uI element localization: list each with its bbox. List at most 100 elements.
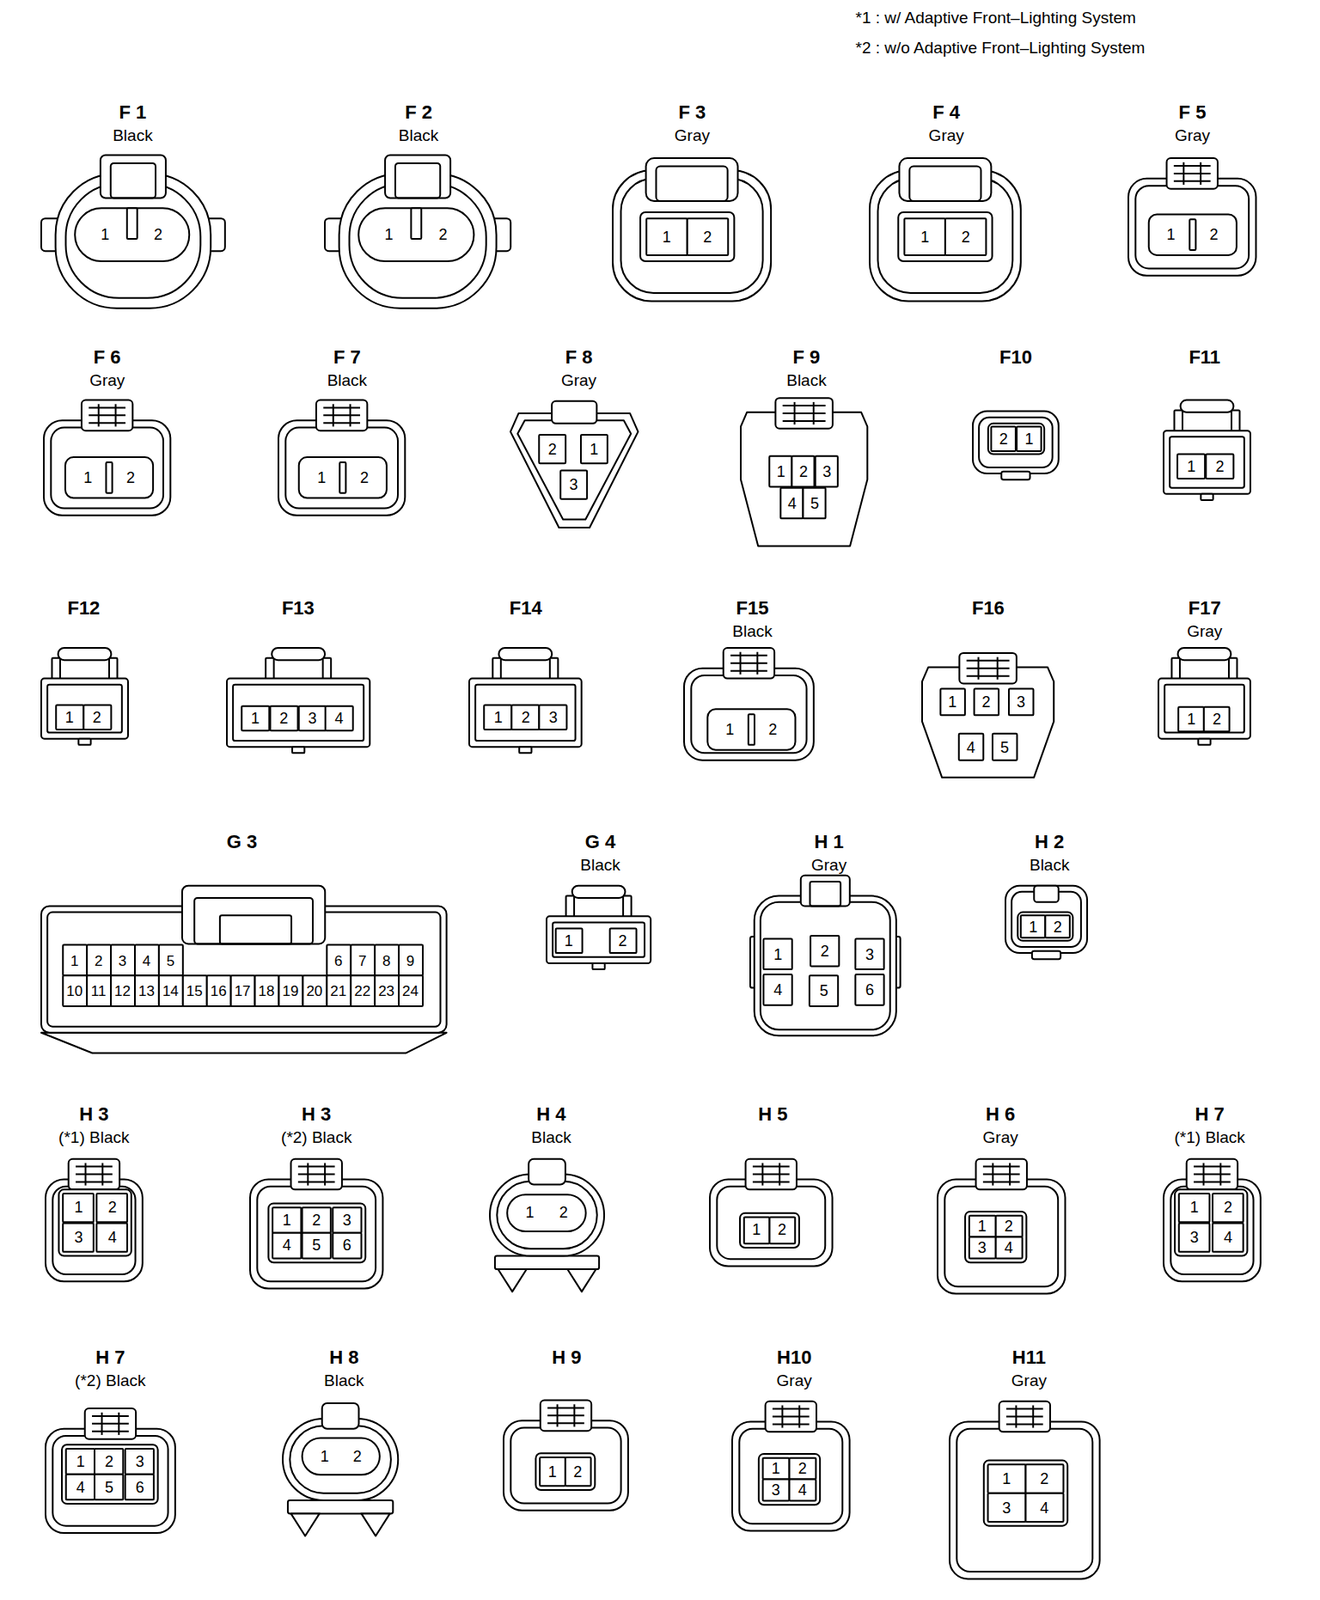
housing-color: (*1) Black <box>58 1129 129 1146</box>
latch-hatch <box>1006 1423 1044 1426</box>
latch-hatch <box>752 1180 790 1183</box>
connector-face: H 6Gray1234 <box>937 1100 1065 1295</box>
pin-number: 2 <box>798 1460 807 1477</box>
pin-number: 1 <box>83 470 92 486</box>
connector-code: F13 <box>281 598 315 618</box>
latch-hatch <box>730 654 768 657</box>
latch-hatch <box>1203 1162 1205 1186</box>
pin-cavity <box>324 706 353 732</box>
pin-number: 14 <box>162 983 179 999</box>
pin-cavity <box>940 689 966 716</box>
housing-drawing <box>41 155 226 309</box>
pin-number: 7 <box>358 953 367 968</box>
housing-color: Gray <box>928 126 965 143</box>
connector-face: H 512 <box>709 1100 833 1266</box>
housing-outline <box>740 412 868 547</box>
connector-code: F 1 <box>119 103 147 123</box>
pin-number: 4 <box>282 1237 292 1253</box>
pin-cavity <box>1045 916 1070 939</box>
pin-number: 3 <box>307 710 317 727</box>
pin-number: 1 <box>320 1448 330 1465</box>
latch-hatch <box>1173 172 1211 175</box>
bottom-tab <box>1198 739 1211 746</box>
pin-number: 1 <box>662 229 672 245</box>
pin-number: 2 <box>1209 226 1218 243</box>
connector-code: F12 <box>67 598 100 618</box>
housing-outline <box>732 1422 850 1532</box>
housing-color: Black <box>531 1129 571 1146</box>
latch-post <box>550 658 559 681</box>
pin-cavity <box>298 706 326 732</box>
divider-rib <box>340 462 347 494</box>
mount-clip <box>361 1514 391 1537</box>
pin-cavity <box>555 928 582 954</box>
pin-number: 2 <box>777 1222 787 1238</box>
pin-cavity <box>272 1232 301 1259</box>
pin-number: 1 <box>1028 919 1038 935</box>
connector-face: F1021 <box>972 342 1059 480</box>
housing-drawing <box>1158 647 1251 746</box>
connector-code: F11 <box>1188 348 1221 367</box>
housing-outline <box>1163 1179 1261 1282</box>
divider-rib <box>1189 219 1196 251</box>
housing-color: Black <box>398 126 439 143</box>
pin-number: 5 <box>311 1237 321 1253</box>
connector-face: F131234 <box>226 593 370 753</box>
pin-number: 1 <box>1024 431 1033 447</box>
pin-cavity <box>809 976 838 1008</box>
connector-code: H11 <box>1012 1348 1046 1368</box>
pin-cavity <box>206 976 231 1008</box>
housing-line <box>517 420 631 520</box>
latch-hatch <box>349 403 352 427</box>
pin-cavity <box>646 218 688 256</box>
housing-line <box>944 1185 1058 1286</box>
pin-number: 2 <box>353 1448 362 1465</box>
pin-number: 1 <box>1002 1471 1011 1487</box>
connector-code: H 1 <box>813 832 844 852</box>
terminal-block <box>1174 1189 1247 1256</box>
pin-number: 6 <box>135 1479 145 1496</box>
latch-hatch <box>730 662 768 665</box>
pin-cavity <box>110 945 135 977</box>
housing-color: Black <box>327 371 367 388</box>
terminal-block <box>640 212 734 262</box>
housing-line <box>552 922 645 958</box>
housing-color: Black <box>732 623 772 640</box>
connector-code: H 7 <box>95 1348 125 1368</box>
pin-cavity <box>398 945 423 977</box>
connector-code: G 4 <box>585 832 616 852</box>
pin-number: 4 <box>798 1482 807 1498</box>
connector-face: F 2Black12 <box>324 97 511 309</box>
pin-cavity <box>134 945 159 977</box>
terminal-block <box>739 1212 800 1247</box>
latch-hatch <box>92 1415 130 1418</box>
lock-latch <box>99 155 165 199</box>
divider-rib <box>106 462 113 494</box>
pin-number: 2 <box>768 721 777 738</box>
mount-clip <box>498 1269 527 1292</box>
connector-code: H 5 <box>757 1105 788 1125</box>
terminal-block <box>1148 213 1236 256</box>
housing-drawing <box>226 647 370 753</box>
housing-line <box>53 1185 136 1274</box>
pin-cavity <box>995 1215 1022 1237</box>
housing-drawing <box>45 1408 176 1534</box>
connector-outline <box>503 1343 629 1511</box>
pin-number: 2 <box>982 694 991 710</box>
bottom-tab <box>592 963 605 970</box>
pin-cavity <box>770 456 793 488</box>
pin-cavity <box>803 488 826 520</box>
terminal-block <box>988 423 1045 455</box>
connector-outline <box>226 593 370 753</box>
pin-cavity <box>763 974 793 1006</box>
housing-color: Black <box>1029 856 1070 874</box>
housing-line <box>956 1429 1093 1572</box>
latch-hatch <box>298 1173 336 1175</box>
connector-code: F 6 <box>93 348 122 367</box>
pin-cavity <box>560 470 587 500</box>
connector-outline <box>684 593 814 761</box>
pin-number: 9 <box>406 953 415 968</box>
pin-number: 2 <box>126 470 135 486</box>
lock-latch <box>723 647 775 679</box>
terminal-block <box>59 1189 132 1256</box>
